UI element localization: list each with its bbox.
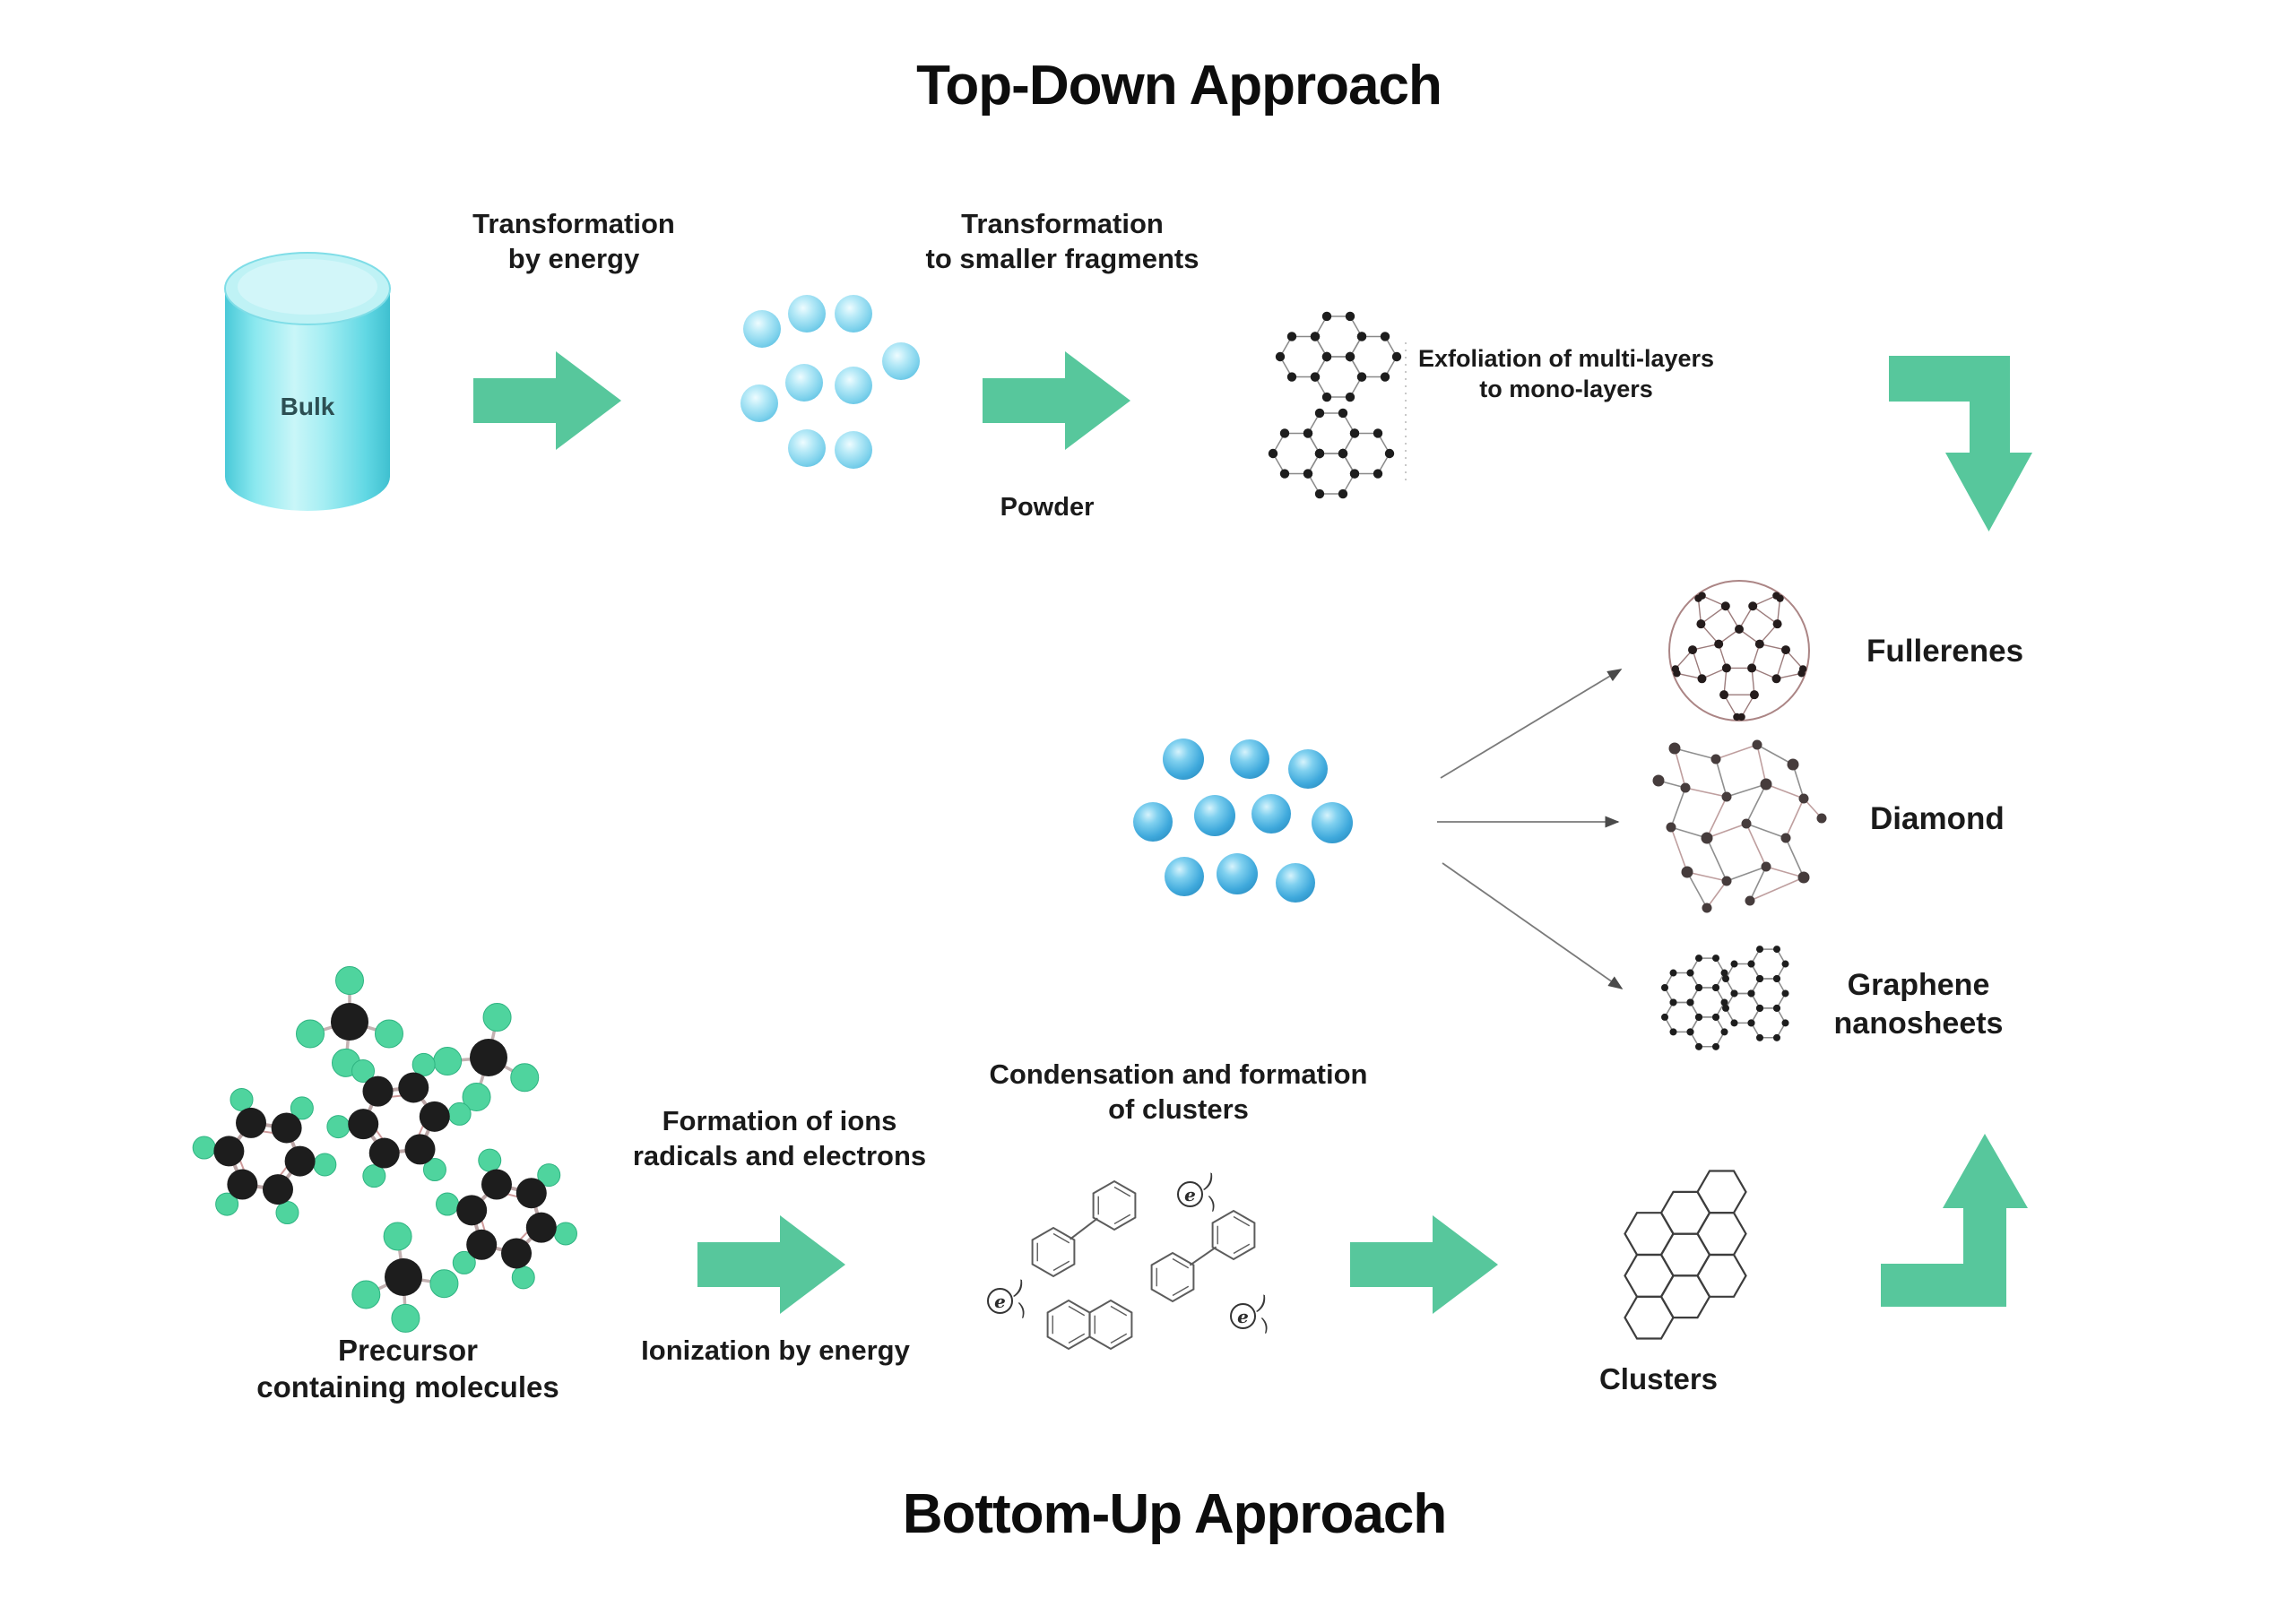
electron-symbol: e <box>987 1288 1013 1314</box>
arrow-bulk-to-powder <box>473 351 621 450</box>
bulk-label: Bulk <box>280 393 335 420</box>
ionization-label: Ionization by energy <box>641 1335 910 1366</box>
transformation-by-energy-label: Transformation by energy <box>472 208 675 274</box>
diamond-graphic <box>1652 739 1827 913</box>
condensation-label: Condensation and formation of clusters <box>989 1058 1368 1125</box>
multilayer-graphene-graphic <box>1268 311 1407 499</box>
arrow-clusters-up <box>1881 1134 2028 1307</box>
electron-icon: e ) ) <box>987 1276 1028 1321</box>
precursor-molecules-graphic <box>192 966 577 1333</box>
arrow-powder-to-fragments <box>983 351 1130 450</box>
transformation-smaller-fragments-label: Transformation to smaller fragments <box>925 208 1199 274</box>
bulk-cylinder-graphic <box>224 252 391 511</box>
exfoliation-label: Exfoliation of multi-layers to mono-laye… <box>1417 345 1715 402</box>
fullerene-graphic <box>1668 580 1810 721</box>
electron-icon: e ) ) <box>1230 1291 1271 1336</box>
diamond-label: Diamond <box>1870 801 2005 836</box>
top-down-title: Top-Down Approach <box>916 55 1442 117</box>
powder-spheres-graphic <box>740 295 920 469</box>
arrow-down-to-nanoparticles <box>1889 356 2032 531</box>
fullerenes-label: Fullerenes <box>1866 634 2024 669</box>
precursor-label: Precursor containing molecules <box>256 1334 559 1404</box>
electron-symbol: e <box>1177 1181 1203 1207</box>
electron-icon: e ) ) <box>1177 1170 1218 1214</box>
arrow-ionization <box>697 1215 845 1314</box>
bottom-up-title: Bottom-Up Approach <box>902 1483 1448 1545</box>
condensation-molecules-graphic <box>1031 1179 1256 1351</box>
graphene-nanosheets-label: Graphene nanosheets <box>1833 968 2004 1041</box>
nanoparticles-graphic <box>1133 739 1353 903</box>
graphene-nanosheets-graphic <box>1661 946 1789 1050</box>
arrow-condensation-to-clusters <box>1350 1215 1498 1314</box>
electron-symbol: e <box>1230 1303 1256 1329</box>
formation-of-ions-label: Formation of ions radicals and electrons <box>632 1105 927 1171</box>
clusters-graphic <box>1624 1170 1747 1340</box>
nanoparticle-fan-arrows <box>1437 669 1624 989</box>
clusters-label: Clusters <box>1598 1362 1719 1395</box>
powder-label: Powder <box>1000 493 1095 522</box>
